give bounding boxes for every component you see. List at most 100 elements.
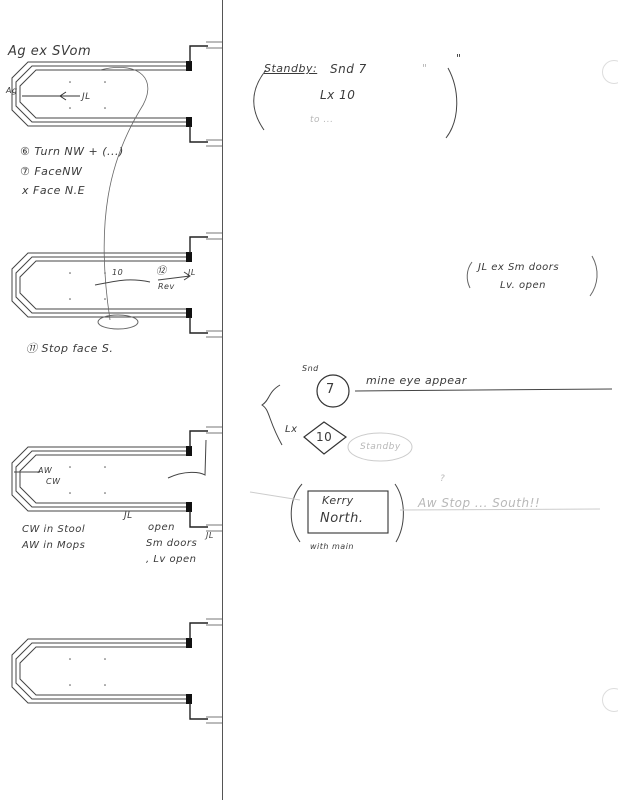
stage-step: [189, 430, 208, 447]
stage-wall: [19, 69, 190, 119]
stage-step: [189, 622, 208, 639]
stage-wall: [15, 642, 190, 700]
box-line1: Kerry: [322, 494, 354, 507]
cue-box: [307, 490, 389, 534]
box-caption: with main: [310, 542, 355, 551]
spike-mark: [69, 107, 71, 109]
path-curve: [99, 67, 149, 321]
faint-circle: [347, 432, 413, 462]
stage-wall: [15, 256, 190, 314]
bracket: [445, 67, 458, 139]
aw-label: AW: [38, 466, 53, 475]
faint-line: [249, 491, 301, 501]
lx-faint-text: Standby: [360, 442, 401, 452]
ditto-mark: ": [422, 62, 428, 75]
spike-mark: [104, 81, 106, 83]
stage-block: [186, 61, 192, 71]
snd-label: Snd: [302, 364, 319, 373]
stage-wall: [11, 638, 190, 704]
blocking-note: , Lv open: [146, 554, 197, 565]
stage-step: [189, 703, 208, 720]
jl-arrow-label: JL: [82, 92, 91, 102]
spike-mark: [104, 466, 106, 468]
standby-lx: Lx 10: [320, 88, 356, 102]
arrow-number: 10: [112, 268, 124, 277]
snd-cue-text: mine eye appear: [366, 374, 467, 387]
diagram1-heading: Ag ex SVom: [8, 44, 92, 59]
arrow-head: [59, 91, 67, 101]
question-mark: ?: [440, 474, 446, 484]
ditto-mark: ": [456, 52, 462, 65]
blocking-note: CW in Stool: [22, 524, 86, 535]
bracket: [253, 69, 267, 131]
spike-mark: [104, 492, 106, 494]
standby-title: Standby:: [264, 62, 318, 75]
stage-step: [189, 511, 208, 528]
bracket: [394, 483, 404, 543]
blocking-note: Sm doors: [146, 538, 198, 549]
blocking-note: open: [148, 522, 175, 533]
stage-step: [189, 45, 208, 62]
blocking-note: x Face N.E: [22, 184, 86, 197]
stage-wall: [11, 446, 190, 512]
spike-mark: [69, 466, 71, 468]
bracket: [466, 261, 473, 289]
spike-mark: [104, 684, 106, 686]
stage-wall: [15, 65, 190, 123]
lx-label: Lx: [285, 424, 298, 435]
spike-mark: [69, 684, 71, 686]
standby-faint-text: to ...: [310, 115, 334, 125]
stage-block: [186, 446, 192, 456]
bracket: [589, 255, 598, 297]
spike-mark: [104, 298, 106, 300]
stage-wall: [19, 260, 190, 310]
stage-wall: [11, 61, 190, 127]
stage-block: [186, 638, 192, 648]
blocking-note: AW in Mops: [22, 540, 86, 551]
stage-block: [186, 252, 192, 262]
cross-arrow: [94, 279, 151, 286]
lx-cue-diamond: [303, 421, 348, 455]
cue-number: ⑫: [156, 266, 167, 277]
blocking-note: ⑥ Turn NW + (...): [20, 145, 124, 158]
snd-cue-circle: [316, 374, 350, 408]
stage-wall: [19, 454, 190, 504]
faint-line: [399, 508, 601, 511]
jl-label: JL: [124, 511, 133, 521]
jl-label: JL: [206, 531, 214, 540]
curly-brace: [261, 384, 283, 446]
jl-note-line1: JL ex Sm doors: [478, 262, 560, 273]
spike-mark: [69, 658, 71, 660]
jl-path: [167, 439, 207, 479]
stage-block: [186, 308, 192, 318]
stage-block: [186, 502, 192, 512]
stage-wall: [15, 450, 190, 508]
stage-wall: [19, 646, 190, 696]
rev-arrow: [157, 271, 191, 281]
rev-label: Rev: [158, 282, 175, 291]
stage-step: [189, 126, 208, 143]
page-divider-line: [222, 0, 223, 800]
spike-mark: [69, 272, 71, 274]
lx-cue-number: 10: [316, 430, 333, 444]
standby-snd: Snd 7: [330, 62, 367, 76]
cw-label: CW: [46, 477, 61, 486]
blocking-note: ⑪ Stop face S.: [26, 342, 114, 355]
spike-mark: [104, 658, 106, 660]
binder-hole: [602, 688, 618, 712]
binder-hole: [602, 60, 618, 84]
jl-note-line2: Lv. open: [500, 280, 546, 291]
spike-mark: [104, 107, 106, 109]
stage-step: [189, 236, 208, 253]
snd-cue-number: 7: [326, 382, 335, 397]
spike-mark: [69, 298, 71, 300]
box-line2: North.: [320, 511, 364, 526]
stage-block: [186, 117, 192, 127]
stage-step: [189, 317, 208, 334]
spike-mark: [69, 492, 71, 494]
blocking-note: ⑦ FaceNW: [20, 165, 83, 178]
jl-label: JL: [188, 268, 196, 277]
ag-label: Ag: [6, 86, 18, 95]
stage-wall: [11, 252, 190, 318]
